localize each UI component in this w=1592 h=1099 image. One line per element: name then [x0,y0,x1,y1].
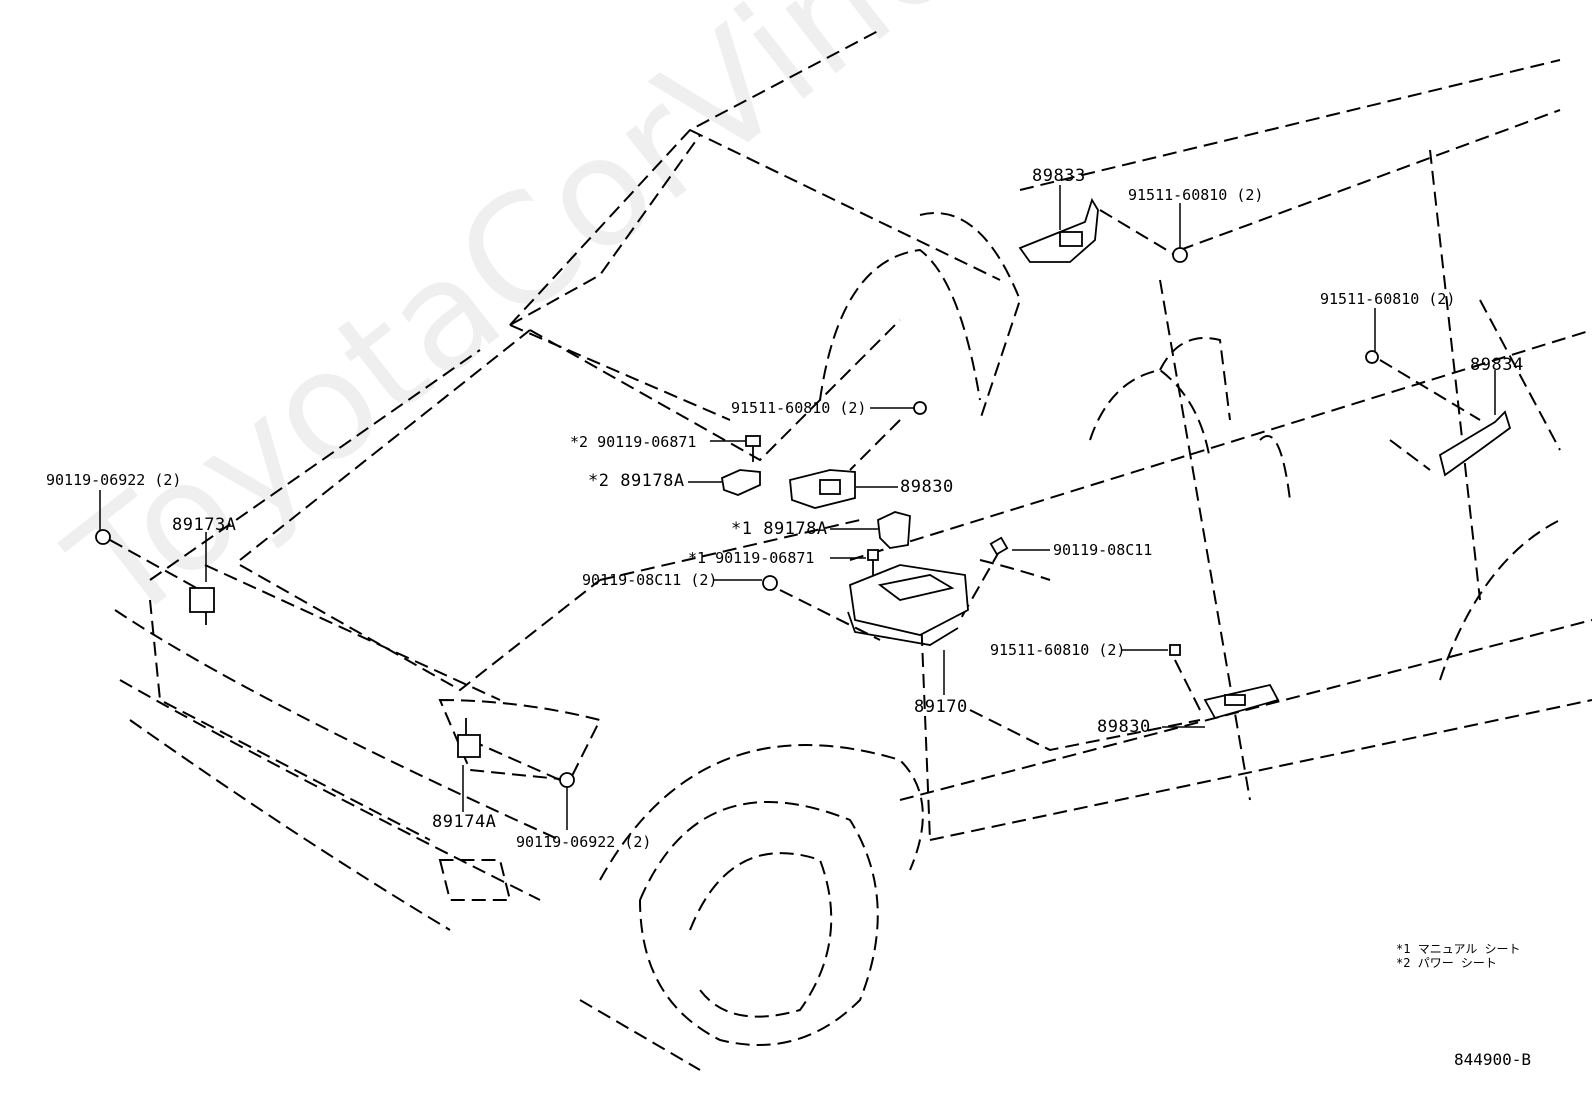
sensor-89178a-1 [877,511,911,549]
label-89834: 89834 [1470,355,1524,375]
headlight [438,698,602,782]
roof-outline [509,29,881,326]
leader-6 [1379,359,1481,421]
hood-line [509,324,731,421]
bolt-06922-bottom [559,772,575,788]
a-pillar [529,319,901,462]
label-90119-08c11-right: 90119-08C11 [1053,541,1153,559]
bumper-mid [119,679,541,901]
label-89178a-power: *2 89178A [588,471,685,491]
legend: *1 マニュアル シート *2 パワー シート [1396,942,1521,970]
seat-back [919,212,1022,421]
label-90119-08c11-left: 90119-08C11 (2) [582,571,718,589]
bolt-91511-right [1365,350,1379,364]
rear-seat [1159,337,1231,421]
label-90119-06922-bottom: 90119-06922 (2) [516,833,652,851]
label-89830-top: 89830 [900,477,954,497]
bracket-89833 [1018,197,1099,263]
leader-7 [1389,439,1431,471]
bracket-89834 [1438,410,1512,477]
bolt-91511-top [1172,247,1188,263]
grille [149,599,431,841]
bolt-06922-left [95,529,111,545]
sensor-89178a-2 [720,469,761,496]
hood-crease [239,564,601,692]
fender-top [599,519,861,581]
label-90119-06871-manual: *1 90119-06871 [688,549,815,567]
leader-8 [1174,659,1201,711]
foglamp [438,859,512,901]
diagram-code: 844900-B [1454,1050,1532,1069]
label-91511-60810-top: 91511-60810 (2) [1128,186,1264,204]
side-lower [929,699,1592,841]
hood-top [239,329,531,561]
bolt-06871-1 [867,549,879,575]
front-tire-inner [689,852,833,1018]
bolt-91511-lower [1169,644,1181,656]
windshield-top [689,129,1001,281]
label-90119-06871-power: *2 90119-06871 [570,433,697,451]
c-pillar [1429,149,1481,601]
seat-2 [1089,368,1211,461]
bumper-lower [129,719,451,931]
side-beltline [849,329,1592,561]
legend-text-1: マニュアル シート [1417,942,1521,956]
sensor-89830-low [1203,683,1280,720]
airbag-ecu-89170 [847,564,969,646]
hood-front [149,349,481,581]
legend-row-1: *1 マニュアル シート [1396,942,1521,956]
rear-seat-2 [1259,435,1291,501]
leader-2 [469,739,561,781]
bolt-91511-mid [913,401,927,415]
label-90119-06922-left: 90119-06922 (2) [46,471,182,489]
bolt-08c11-right [989,536,1009,556]
legend-row-2: *2 パワー シート [1396,956,1521,970]
front-tire [639,801,879,1046]
label-91511-60810-lower: 91511-60810 (2) [990,641,1126,659]
sensor-89830-top [789,469,856,509]
bolt-08c11-left [762,575,778,591]
leader-5 [1099,209,1176,256]
a-pillar-left [509,134,701,326]
roof-rear [880,30,1592,50]
roof-side-2 [1179,109,1561,251]
sensor-89174a [457,718,481,758]
label-89173a: 89173A [172,515,237,535]
label-91511-60810-right: 91511-60810 (2) [1320,290,1456,308]
leader-1 [109,539,201,591]
rear-door [1479,299,1561,451]
legend-text-2: パワー シート [1417,956,1497,970]
legend-mark-1: *1 [1396,942,1411,956]
leader-3 [779,589,881,641]
front-wheel-arch [599,744,924,881]
label-91511-60810-mid: 91511-60810 (2) [731,399,867,417]
label-89174a: 89174A [432,812,497,832]
label-89830-low: 89830 [1097,717,1151,737]
bolt-06871-2 [745,435,761,462]
bumper-top [114,609,561,841]
leader-9 [849,419,901,471]
label-89833: 89833 [1032,166,1086,186]
roof-side [1019,59,1561,191]
sensor-89173a [189,587,215,625]
front-tire-bottom [579,999,701,1071]
label-89178a-manual: *1 89178A [731,519,828,539]
dash [979,559,1051,581]
legend-mark-2: *2 [1396,956,1411,970]
b-pillar [1159,279,1251,801]
rear-arch [1439,519,1561,681]
label-89170: 89170 [914,697,968,717]
driver-seat [819,248,981,401]
hood-lower [204,564,501,701]
leader-11 [969,709,1201,752]
